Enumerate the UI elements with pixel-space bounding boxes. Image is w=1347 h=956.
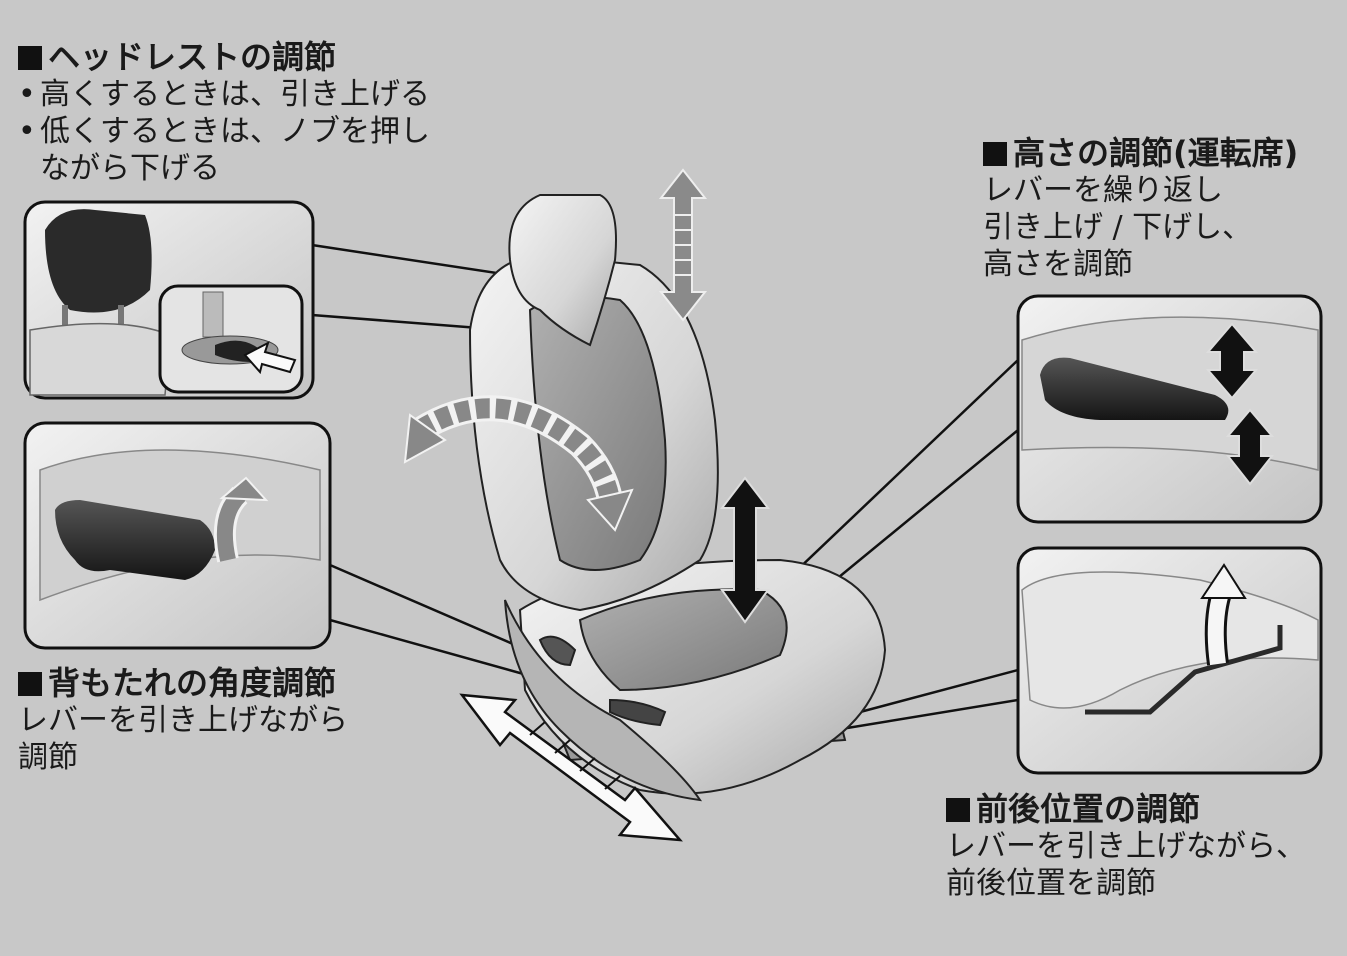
recline-arrow <box>403 395 634 532</box>
height-arrow <box>719 476 771 624</box>
headrest-bullet-2-cont: ながら下げる <box>40 151 220 186</box>
height-line-1: レバーを繰り返し <box>983 173 1223 208</box>
slide-heading: 前後位置の調節 <box>946 790 1306 828</box>
height-section: 高さの調節(運転席) レバーを繰り返し 引き上げ / 下げし、 高さを調節 <box>983 134 1298 283</box>
height-down-arrow-icon <box>1225 408 1275 486</box>
square-bullet-icon <box>946 798 970 822</box>
headrest-arrow <box>658 168 708 322</box>
headrest-section: ヘッドレストの調節 高くするときは、引き上げる 低くするときは、ノブを押し なが… <box>18 38 430 187</box>
headrest-detail-panel <box>23 200 315 400</box>
height-line-2: 引き上げ / 下げし、 <box>983 210 1253 245</box>
backrest-insert <box>528 295 667 571</box>
square-bullet-icon <box>983 142 1007 166</box>
height-line-3: 高さを調節 <box>983 247 1133 282</box>
slide-arrow <box>459 693 683 842</box>
slide-lift-arrow-icon <box>1200 563 1247 599</box>
leader-headrest-top <box>311 243 511 277</box>
height-up-arrow-icon <box>1205 322 1259 400</box>
recline-section: 背もたれの角度調節 レバーを引き上げながら 調節 <box>18 664 348 776</box>
slide-section: 前後位置の調節 レバーを引き上げながら、 前後位置を調節 <box>946 790 1306 902</box>
seat-headrest <box>508 194 617 347</box>
recline-lever <box>55 500 215 580</box>
height-detail-panel <box>1016 294 1323 524</box>
recline-heading: 背もたれの角度調節 <box>18 664 348 702</box>
slide-detail-panel <box>1016 546 1323 775</box>
recline-line-1: レバーを引き上げながら <box>18 703 348 738</box>
seat-illustration <box>468 194 887 802</box>
push-arrow-icon <box>243 340 297 375</box>
height-lever <box>1040 357 1229 420</box>
headrest-bullet-2: 低くするときは、ノブを押し <box>18 113 430 150</box>
slide-line-2: 前後位置を調節 <box>946 866 1156 901</box>
cushion-insert <box>578 588 788 692</box>
headrest-heading: ヘッドレストの調節 <box>18 38 430 76</box>
square-bullet-icon <box>18 672 42 696</box>
seat-side-base <box>504 599 703 802</box>
leader-slide-bottom <box>834 698 1019 732</box>
headrest-cushion <box>45 209 152 313</box>
slide-line-1: レバーを引き上げながら、 <box>946 829 1306 864</box>
seat-recline-lever <box>538 635 577 667</box>
leader-recline-bottom <box>329 618 546 682</box>
headrest-bullet-1: 高くするときは、引き上げる <box>18 76 430 113</box>
lift-arrow-icon <box>219 476 269 502</box>
height-heading: 高さの調節(運転席) <box>983 134 1298 172</box>
recline-detail-panel <box>23 421 332 650</box>
slide-bar <box>1085 625 1283 715</box>
recline-line-2: 調節 <box>18 740 78 775</box>
square-bullet-icon <box>18 46 42 70</box>
seat-height-lever <box>609 698 667 727</box>
